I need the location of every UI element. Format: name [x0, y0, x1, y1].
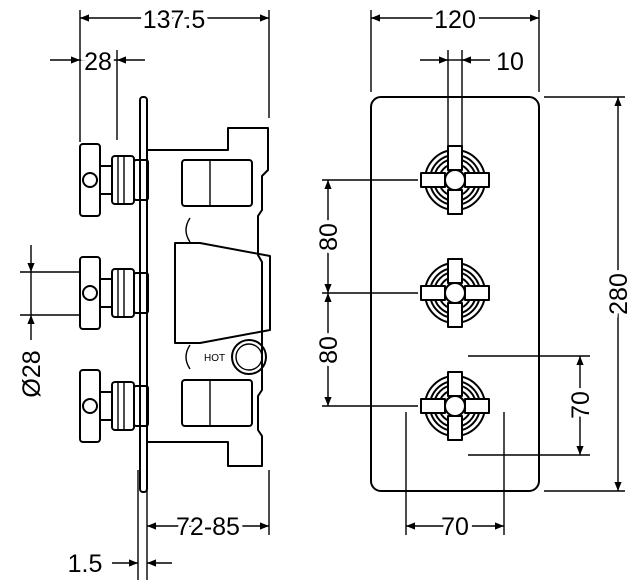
side-handle-top	[79, 143, 149, 217]
wall-plate	[139, 96, 148, 493]
front-view: 120 10 280 80 80 70 70	[311, 2, 637, 545]
dim-handle-diameter: Ø28	[18, 350, 46, 397]
top-cartridge	[181, 159, 253, 207]
side-view: HOT 137.5 28 Ø28 72-85 1.5	[18, 2, 271, 580]
hot-label: HOT	[204, 353, 225, 364]
valve-body-outline	[146, 127, 269, 467]
side-handle-bottom	[79, 369, 149, 443]
dim-lower-spacing: 80	[315, 336, 343, 364]
bottom-cartridge	[181, 379, 253, 427]
dim-wall-range: 72-85	[176, 513, 240, 541]
front-handle-middle	[420, 258, 490, 328]
hot-inlet-circle	[231, 339, 267, 375]
dim-handle-height: 70	[567, 391, 595, 419]
front-plate	[370, 96, 540, 492]
middle-valve-body	[174, 242, 271, 344]
front-handle-top	[420, 145, 490, 215]
dim-plate-width: 120	[434, 6, 476, 34]
dim-valve-offset: 10	[496, 48, 524, 76]
dim-plate-thickness: 1.5	[68, 550, 103, 578]
front-handle-bottom	[420, 371, 490, 441]
dim-upper-spacing: 80	[315, 223, 343, 251]
dim-plate-height: 280	[605, 273, 633, 315]
dim-overall-depth: 137.5	[143, 6, 206, 34]
dim-handle-projection: 28	[84, 48, 112, 76]
side-handle-middle	[79, 256, 149, 330]
dim-handle-width: 70	[441, 513, 469, 541]
